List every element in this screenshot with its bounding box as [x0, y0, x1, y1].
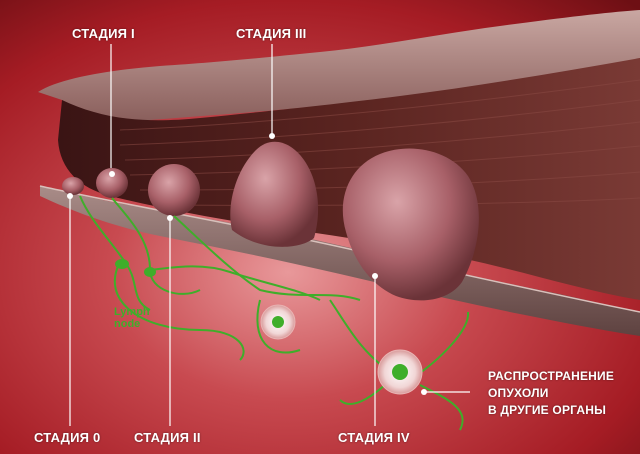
- colon-lumen: [58, 58, 640, 300]
- metastasis-label-line1: РАСПРОСТРАНЕНИЕ: [488, 369, 615, 383]
- tumor-stage-3: [230, 141, 319, 247]
- colon-lower-wall: [40, 186, 640, 336]
- lymph-node-label-line2: node: [114, 318, 141, 330]
- lymph-node-dot: [144, 267, 156, 277]
- lymph-node-dot: [115, 259, 129, 269]
- leader-dots: [67, 133, 427, 395]
- spreading-cell-small: [260, 304, 296, 340]
- colon-upper-wall: [38, 10, 640, 121]
- metastasis-label: РАСПРОСТРАНЕНИЕ ОПУХОЛИ В ДРУГИЕ ОРГАНЫ: [488, 368, 614, 419]
- tumor-stage-1: [96, 168, 128, 198]
- stage-0-label: СТАДИЯ 0: [34, 430, 101, 445]
- spreading-cell-large: [377, 349, 423, 395]
- pointer-dot-stage-1: [109, 171, 115, 177]
- leader-lines: [69, 44, 470, 426]
- metastasis-label-line3: В ДРУГИЕ ОРГАНЫ: [488, 403, 607, 417]
- tumor-stage-0: [62, 177, 84, 195]
- lymph-node-label: Lymph node: [114, 306, 150, 330]
- lymph-node-label-line1: Lymph: [114, 306, 150, 318]
- stage-2-label: СТАДИЯ II: [134, 430, 201, 445]
- tumor-stage-2: [148, 164, 200, 216]
- stage-3-label: СТАДИЯ III: [236, 26, 307, 41]
- stage-4-label: СТАДИЯ IV: [338, 430, 410, 445]
- tumor-stage-4: [342, 148, 479, 301]
- metastasis-label-line2: ОПУХОЛИ: [488, 386, 549, 400]
- stage-1-label: СТАДИЯ I: [72, 26, 135, 41]
